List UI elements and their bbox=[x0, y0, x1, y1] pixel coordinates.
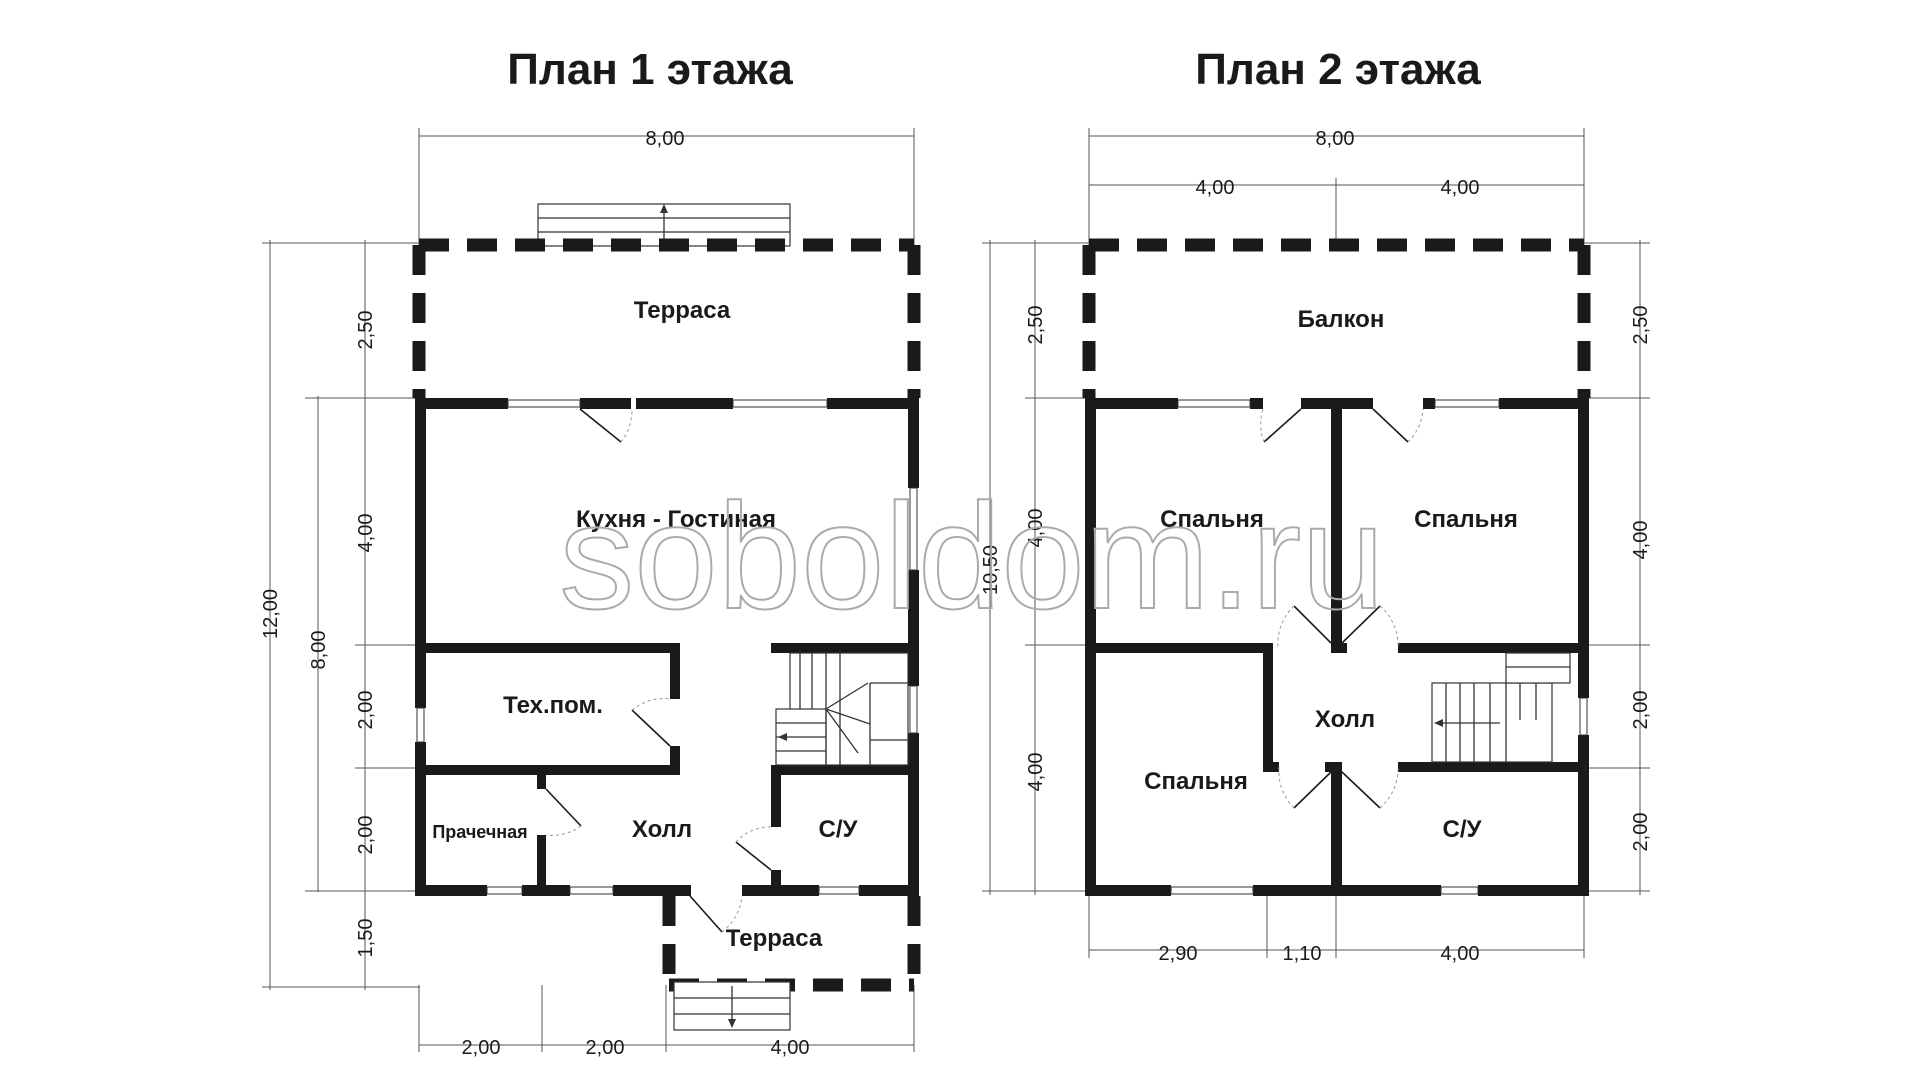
floor2-dim-top-left-half: 4,00 bbox=[1196, 177, 1235, 199]
floor2-dim-right-upper: 4,00 bbox=[1630, 521, 1652, 560]
floor1-kitchen-living-label: Кухня - Гостиная bbox=[576, 506, 776, 533]
floor1-laundry-label: Прачечная bbox=[432, 822, 527, 842]
floor1-terrace-bottom-label: Терраса bbox=[726, 925, 823, 952]
floor2-walls bbox=[1085, 398, 1589, 896]
floor1-walls bbox=[415, 398, 919, 896]
floor1-dim-left-terrace: 2,50 bbox=[355, 311, 377, 350]
floor2-balcony-outline bbox=[1082, 238, 1591, 398]
floor1-doors bbox=[545, 408, 772, 933]
floor2-dim-top-width: 8,00 bbox=[1316, 128, 1355, 150]
floor1-dim-left-laundry: 2,00 bbox=[355, 816, 377, 855]
floor1-terrace-outline bbox=[412, 238, 921, 398]
floor2-dim-right-lower: 2,00 bbox=[1630, 813, 1652, 852]
floor1-dim-house-height: 8,00 bbox=[308, 631, 330, 670]
floor2-dim-left-upper: 4,00 bbox=[1025, 509, 1047, 548]
floor2-balcony-label: Балкон bbox=[1298, 306, 1385, 333]
floor2-plan: Балкон Спальня Спальня Спальня Холл С/У … bbox=[980, 128, 1652, 965]
floor2-hall-label: Холл bbox=[1315, 706, 1375, 733]
floor2-dim-right-balcony: 2,50 bbox=[1630, 306, 1652, 345]
floor1-dimension-lines bbox=[262, 128, 915, 1052]
watermark-text: soboldom.ru bbox=[559, 472, 1384, 640]
floor2-dim-left-total: 10,50 bbox=[980, 545, 1002, 595]
floor1-dim-left-porch: 1,50 bbox=[355, 919, 377, 958]
floor2-dim-left-balcony: 2,50 bbox=[1025, 306, 1047, 345]
floor1-dim-left-kitchen: 4,00 bbox=[355, 514, 377, 553]
floor2-bedroom-top-left-label: Спальня bbox=[1160, 506, 1264, 533]
floor1-bathroom-label: С/У bbox=[819, 816, 859, 843]
floor2-doors bbox=[1260, 408, 1424, 809]
floor1-dim-bottom-3: 4,00 bbox=[771, 1037, 810, 1059]
floor1-windows bbox=[416, 399, 918, 895]
floor2-dim-bottom-2: 1,10 bbox=[1283, 943, 1322, 965]
floor1-inner-stairs bbox=[775, 652, 909, 766]
floor1-dim-bottom-1: 2,00 bbox=[462, 1037, 501, 1059]
floor2-dim-bottom-3: 4,00 bbox=[1441, 943, 1480, 965]
floor1-title: План 1 этажа bbox=[507, 45, 793, 94]
floor2-stairs bbox=[1431, 652, 1571, 763]
floor2-dim-left-lower: 4,00 bbox=[1025, 753, 1047, 792]
floor2-dimension-lines bbox=[982, 128, 1650, 958]
floor2-bedroom-bottom-left-label: Спальня bbox=[1144, 768, 1248, 795]
floor2-dim-top-right-half: 4,00 bbox=[1441, 177, 1480, 199]
floor2-dim-right-mid: 2,00 bbox=[1630, 691, 1652, 730]
floor1-dim-bottom-2: 2,00 bbox=[586, 1037, 625, 1059]
floor2-windows bbox=[1170, 399, 1588, 895]
floor1-tech-room-label: Тех.пом. bbox=[503, 692, 603, 719]
floor2-dim-bottom-1: 2,90 bbox=[1159, 943, 1198, 965]
floor2-bedroom-top-right-label: Спальня bbox=[1414, 506, 1518, 533]
floor2-bathroom-label: С/У bbox=[1443, 816, 1483, 843]
floor1-plan: Терраса Кухня - Гостиная Тех.пом. Прачеч… bbox=[260, 128, 921, 1059]
floor1-dim-top-width: 8,00 bbox=[646, 128, 685, 150]
floor1-dim-left-tech: 2,00 bbox=[355, 691, 377, 730]
floor1-bottom-terrace bbox=[662, 896, 921, 1031]
floor2-title: План 2 этажа bbox=[1195, 45, 1481, 94]
floor1-hall-label: Холл bbox=[632, 816, 692, 843]
floor1-terrace-top-label: Терраса bbox=[634, 297, 731, 324]
floor1-dim-total-height: 12,00 bbox=[260, 589, 282, 639]
